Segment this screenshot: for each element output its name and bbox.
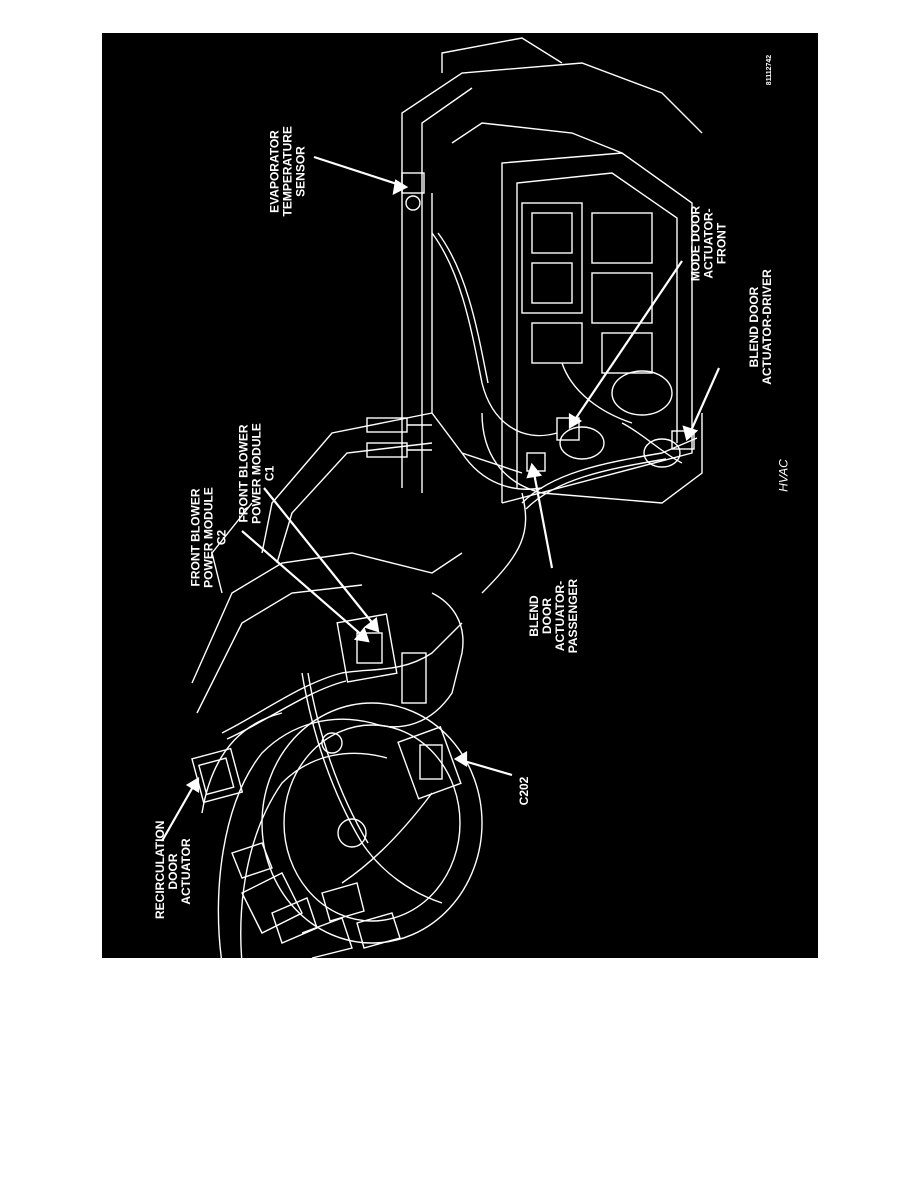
hvac-line-drawing bbox=[161, 37, 721, 958]
front-blower-c1-label: FRONT BLOWER POWER MODULE C1 bbox=[236, 423, 277, 524]
recirculation-door-actuator-label: RECIRCULATION DOOR ACTUATOR bbox=[153, 820, 193, 919]
evaporator-housing-drawing bbox=[366, 37, 703, 510]
figure-caption: HVAC bbox=[776, 459, 791, 492]
evaporator-temperature-sensor-label: EVAPORATOR TEMPERATURE SENSOR bbox=[267, 126, 308, 217]
figure-code: 81112742 bbox=[766, 54, 773, 86]
leader-arrows bbox=[161, 155, 721, 842]
front-blower-c2-label: FRONT BLOWER POWER MODULE C2 bbox=[188, 487, 229, 588]
mode-door-actuator-front-label: MODE DOOR ACTUATOR- FRONT bbox=[688, 205, 729, 282]
blend-door-actuator-passenger-label: BLEND DOOR ACTUATOR- PASSENGER bbox=[527, 578, 580, 654]
diagram-panel: RECIRCULATION DOOR ACTUATOR C202 FRONT B… bbox=[102, 33, 818, 958]
c202-label: C202 bbox=[517, 776, 531, 806]
blend-door-actuator-driver-label: BLEND DOOR ACTUATOR-DRIVER bbox=[747, 269, 774, 385]
blower-housing-drawing bbox=[191, 412, 527, 958]
